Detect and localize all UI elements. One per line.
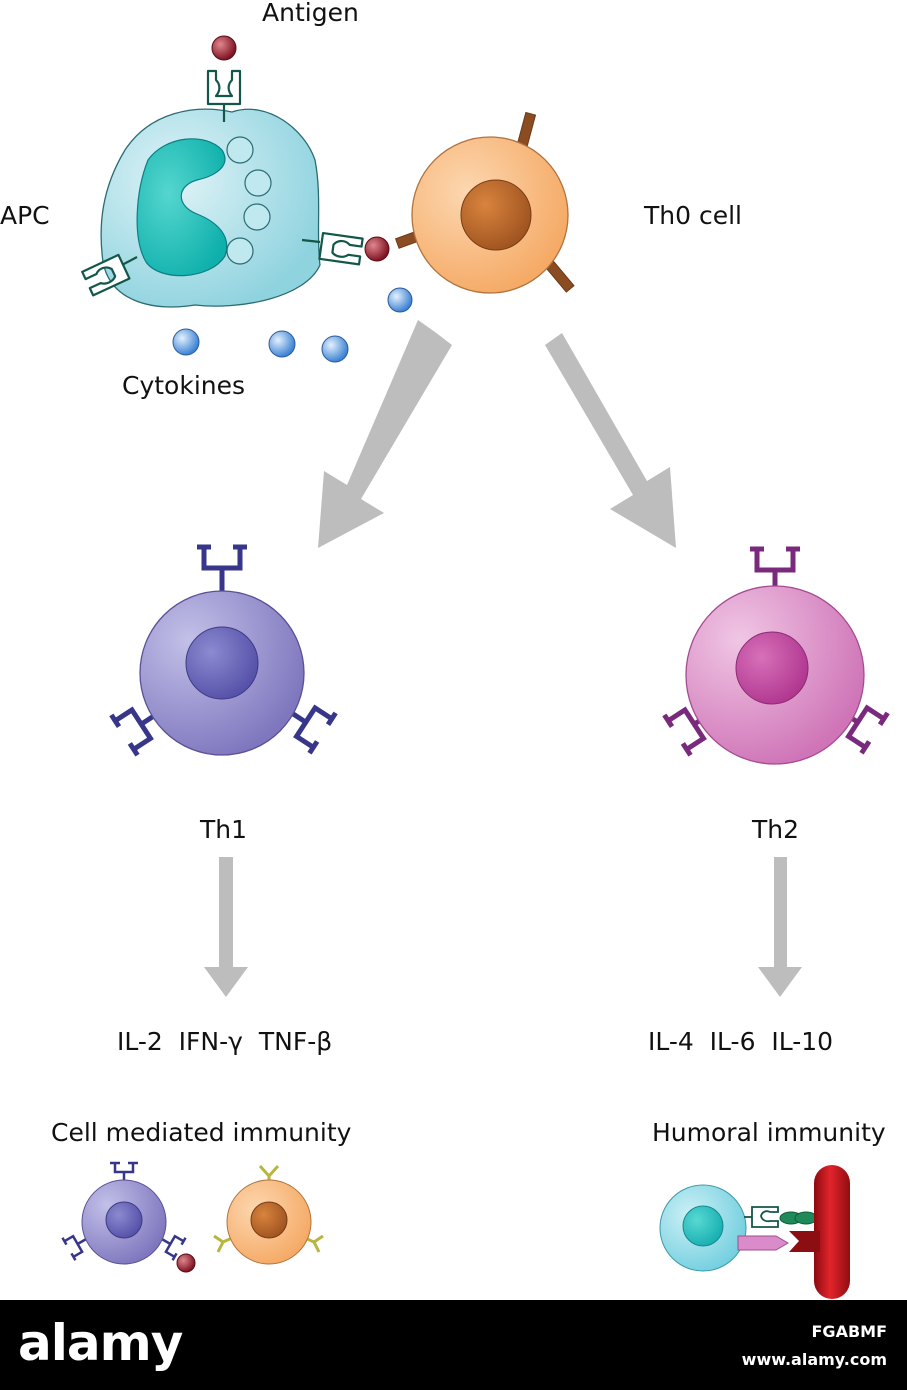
apc-label: APC [0,201,50,230]
alamy-logo[interactable]: alamy [18,1314,183,1372]
th0-cell-label: Th0 cell [644,201,742,230]
th2-cytokines-label: IL-4 IL-6 IL-10 [648,1027,834,1056]
apc-nucleus [136,138,228,277]
mhc-receptor-right [301,231,364,266]
b-cell [659,1184,818,1272]
th2-nucleus [735,631,809,705]
cytokine-particles [172,287,413,363]
cytokines-label: Cytokines [122,371,246,400]
red-blood-cell [789,1165,850,1299]
arrow-th0-to-th1 [318,320,452,548]
image-id: FGABMF [811,1322,888,1341]
th1-label: Th1 [200,815,248,844]
th2-label: Th2 [752,815,800,844]
apc-granules [226,136,272,265]
arrow-th0-to-th2 [545,333,676,548]
antigen-top [211,35,237,61]
antigen-label: Antigen [262,0,359,27]
arrow-th2-to-cytokines [758,857,802,997]
th0-nucleus [460,179,532,251]
th-differentiation-diagram [61,35,890,1299]
mhc-receptor-top [206,69,242,122]
antigen-presented [364,236,390,262]
th0-cell [394,111,575,294]
cytotoxic-t-cell [61,1161,196,1273]
mhc-receptor-left [81,253,138,297]
footer-bar: alamy FGABMF www.alamy.com [0,1300,907,1390]
macrophage-cell [213,1164,324,1265]
th2-cell [662,546,890,765]
apc-cell [100,108,321,308]
th1-nucleus [185,626,259,700]
humoral-immunity-label: Humoral immunity [652,1118,886,1147]
th1-cell [109,544,338,757]
cell-mediated-immunity-label: Cell mediated immunity [51,1118,352,1147]
arrow-th1-to-cytokines [204,857,248,997]
target-antigen [176,1253,196,1273]
th1-cytokines-label: IL-2 IFN-γ TNF-β [117,1027,333,1056]
site-url[interactable]: www.alamy.com [741,1350,887,1369]
